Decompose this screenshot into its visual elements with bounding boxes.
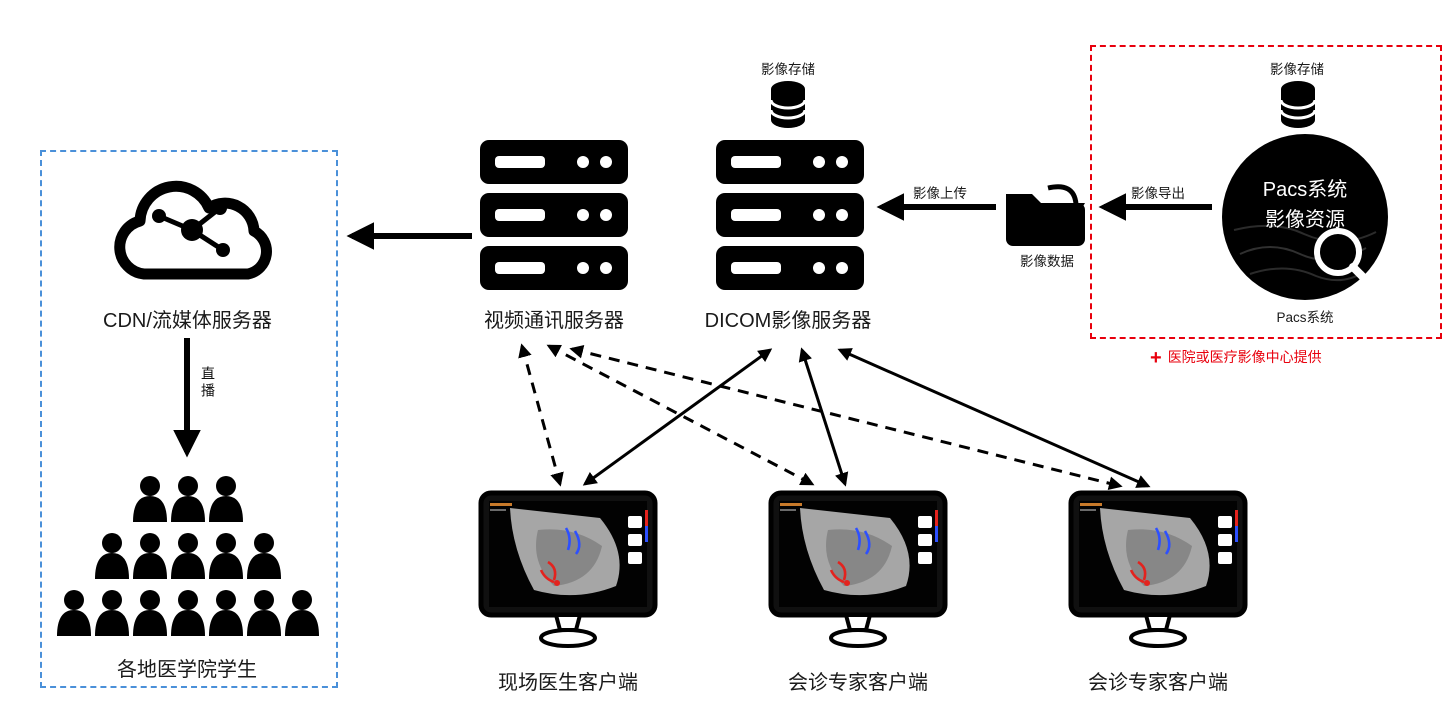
magnifier-icon: [1314, 228, 1373, 287]
students-icon: [57, 476, 319, 636]
cdn-broadcast-box: [40, 150, 338, 688]
pacs-circle-text: Pacs系统 影像资源: [1220, 150, 1390, 260]
pacs-circle-line2: 影像资源: [1265, 209, 1345, 231]
provider-note-text: 医院或医疗影像中心提供: [1167, 349, 1322, 365]
cloud-icon: [114, 180, 272, 280]
pacs-system-circle: [1222, 134, 1388, 300]
upload-arrow-label: 影像上传: [913, 186, 967, 201]
broadcast-label: 直播: [200, 366, 216, 400]
monitor-stand: [843, 613, 873, 632]
pacs-caption: Pacs系统: [1276, 310, 1334, 325]
arrow-dicom-client1: [582, 348, 773, 486]
cdn-server-label: CDN/流媒体服务器: [103, 310, 272, 332]
pacs-storage-label: 影像存储: [1270, 62, 1324, 77]
export-arrow-label: 影像导出: [1131, 186, 1185, 201]
client-monitor-expert1: [768, 490, 948, 648]
client-monitor-expert2: [1068, 490, 1248, 648]
arrow-video-client3: [569, 344, 1123, 491]
client-onsite-label: 现场医生客户端: [498, 672, 638, 694]
pacs-provider-box: [1090, 45, 1442, 339]
students-label: 各地医学院学生: [117, 659, 257, 681]
monitor-stand: [1143, 613, 1173, 632]
provider-note: + 医院或医疗影像中心提供: [1150, 347, 1322, 370]
plus-icon: +: [1150, 347, 1162, 369]
video-server-label: 视频通讯服务器: [484, 310, 624, 332]
client-monitor-onsite: [478, 490, 658, 648]
video-server-icon: [480, 140, 628, 290]
arrow-video-client2: [546, 344, 815, 486]
arrow-video-client1: [518, 343, 564, 487]
arrow-dicom-client3: [837, 348, 1151, 488]
client-expert2-label: 会诊专家客户端: [1088, 672, 1228, 694]
client-expert1-label: 会诊专家客户端: [788, 672, 928, 694]
pacs-circle-line1: Pacs系统: [1262, 179, 1348, 201]
dicom-server-icon: [716, 140, 864, 290]
pacs-storage-database-icon: [1279, 81, 1317, 128]
monitor-stand: [553, 613, 583, 632]
dicom-storage-label: 影像存储: [761, 62, 815, 77]
image-data-label: 影像数据: [1020, 254, 1074, 269]
image-data-folder-icon: [1006, 181, 1085, 246]
dicom-storage-database-icon: [769, 81, 807, 128]
arrow-dicom-client2: [798, 347, 849, 487]
dicom-server-label: DICOM影像服务器: [704, 310, 872, 332]
